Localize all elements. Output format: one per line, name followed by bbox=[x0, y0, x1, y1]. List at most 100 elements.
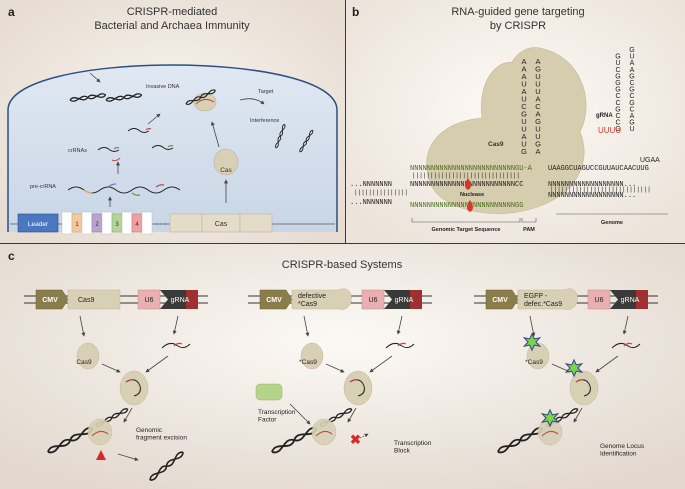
grna-arrow bbox=[160, 290, 194, 309]
crrna-2 bbox=[97, 147, 120, 152]
hairpin-right-base: U bbox=[629, 54, 634, 61]
cas9-gene bbox=[517, 288, 578, 310]
u6-promoter bbox=[361, 289, 385, 310]
stem-left-base: U bbox=[521, 125, 526, 134]
stem-left-base: U bbox=[521, 117, 526, 126]
cas9-gene bbox=[67, 289, 121, 310]
cas9-grna-complex bbox=[569, 370, 599, 406]
cmv-promoter bbox=[35, 289, 69, 310]
cas9-gene bbox=[291, 288, 352, 310]
block-x-icon: ✖ bbox=[350, 432, 361, 447]
stem-right-base: U bbox=[535, 125, 540, 134]
cas9-protein bbox=[76, 342, 100, 370]
u6-promoter bbox=[137, 289, 161, 310]
cmv-label: CMV bbox=[492, 297, 508, 304]
stem-left-base: U bbox=[521, 95, 526, 104]
panel-b: b RNA-guided gene targeting by CRISPR Ca… bbox=[346, 0, 685, 243]
cas-protein bbox=[213, 148, 239, 176]
svg-text:4: 4 bbox=[135, 222, 139, 228]
seq-left-bottom: ...NNNNNNN bbox=[350, 199, 392, 207]
hairpin-left-base: C bbox=[615, 67, 620, 74]
invasive-dna-label: Invasive DNA bbox=[146, 84, 180, 90]
cas9-protein-label: *Cas9 bbox=[299, 359, 317, 366]
grna-block bbox=[186, 290, 198, 309]
cas-block-label: Cas bbox=[215, 221, 228, 228]
hairpin-left-base: G bbox=[615, 106, 620, 113]
hairpin-left-base: C bbox=[615, 113, 620, 120]
hairpin-left-base: C bbox=[615, 120, 620, 127]
stem-left-base: A bbox=[521, 65, 526, 74]
cas-protein-label: Cas bbox=[220, 167, 232, 174]
seq-rna-tail: UAAGGCUAGUCCGUUAUCAACUUG bbox=[548, 165, 649, 173]
svg-text:1: 1 bbox=[75, 222, 79, 228]
panel-a-title-line2: Bacterial and Archaea Immunity bbox=[94, 20, 250, 32]
panel-b-title-line1: RNA-guided gene targeting bbox=[451, 6, 584, 18]
grna-arrow bbox=[384, 290, 418, 309]
hairpin-left-base: G bbox=[615, 80, 620, 87]
hairpin-left-base: C bbox=[615, 93, 620, 100]
cas-complex-on-dna bbox=[193, 92, 217, 112]
cas9-label: Cas9 bbox=[488, 141, 504, 148]
hairpin-right-base: U bbox=[629, 126, 634, 133]
stem-left-base: A bbox=[521, 57, 526, 66]
stem-right-base: U bbox=[535, 80, 540, 89]
hairpin-left-base: G bbox=[615, 73, 620, 80]
stem-right-base: C bbox=[535, 102, 541, 111]
hairpin-right-base: G bbox=[629, 87, 634, 94]
stem-right-base: A bbox=[535, 95, 540, 104]
seq-genome-top: NNNNNNNNNNNNNNNNNN... bbox=[548, 181, 636, 189]
pre-crrna-label: pre-crRNA bbox=[30, 184, 56, 190]
seq-nontarget-strand: NNNNNNNNNNNNNNNNNNNNNNNNNGG bbox=[410, 202, 523, 210]
stem-right-base: U bbox=[535, 72, 540, 81]
protein-gene-label: Cas9 bbox=[78, 297, 94, 304]
stem-right-base: A bbox=[535, 57, 540, 66]
svg-text:3: 3 bbox=[115, 222, 119, 228]
genome-label: Genome bbox=[601, 220, 623, 226]
stem-left-base: U bbox=[521, 80, 526, 89]
grna-gene-label: gRNA bbox=[171, 297, 190, 304]
stem-right-base: U bbox=[535, 132, 540, 141]
target-seq-bracket bbox=[411, 218, 521, 223]
stem-left-base: G bbox=[521, 110, 527, 119]
svg-text:2: 2 bbox=[95, 222, 99, 228]
grna-block bbox=[636, 290, 648, 309]
panel-a: a CRISPR-mediated Bacterial and Archaea … bbox=[0, 0, 345, 243]
hairpin-left-base: G bbox=[615, 126, 620, 133]
grna-gene-label: gRNA bbox=[621, 297, 640, 304]
entry-arrow bbox=[89, 72, 101, 83]
svg-text:|||||||||||||||: ||||||||||||||| bbox=[354, 189, 408, 196]
cas9-body bbox=[426, 47, 587, 214]
crrna-on-dna bbox=[195, 98, 215, 105]
hairpin-right-base: C bbox=[629, 106, 634, 113]
cut-site-icon bbox=[96, 450, 106, 460]
cas9-protein bbox=[300, 342, 324, 370]
svg-text:||||||||||||||||||||||||||||||: |||||||||||||||||||||||||||||| bbox=[412, 172, 520, 179]
interference-arrow bbox=[239, 98, 265, 105]
seq-genome-bottom: NNNNNNNNNNNNNNNNNN... bbox=[548, 192, 636, 200]
seq-left-top: ...NNNNNNN bbox=[350, 181, 392, 189]
nuclease-site-bottom bbox=[467, 200, 473, 212]
cmv-promoter bbox=[485, 289, 519, 310]
u6-label: U6 bbox=[369, 297, 378, 304]
stem-left-base: G bbox=[521, 147, 527, 156]
transcription-factor bbox=[255, 383, 283, 401]
stem-left-base: U bbox=[521, 140, 526, 149]
stem-right-base: G bbox=[535, 117, 541, 126]
crrna-3 bbox=[151, 145, 174, 150]
cas-gene-1 bbox=[169, 213, 203, 233]
hairpin-left-base: G bbox=[615, 87, 620, 94]
grna-gene-label: gRNA bbox=[395, 297, 414, 304]
u6-promoter bbox=[587, 289, 611, 310]
protein-gene-label: defective*Cas9 bbox=[298, 293, 326, 308]
cmv-label: CMV bbox=[266, 297, 282, 304]
hairpin-right-base: A bbox=[630, 113, 635, 120]
cas9-grna-complex bbox=[343, 370, 373, 406]
panel-c-letter: c bbox=[8, 249, 15, 263]
stem-right-base: A bbox=[535, 110, 540, 119]
genomic-target-label: Genomic Target Sequence bbox=[432, 227, 501, 233]
hairpin-right-base: A bbox=[630, 67, 635, 74]
cas-gene-3 bbox=[239, 213, 273, 233]
